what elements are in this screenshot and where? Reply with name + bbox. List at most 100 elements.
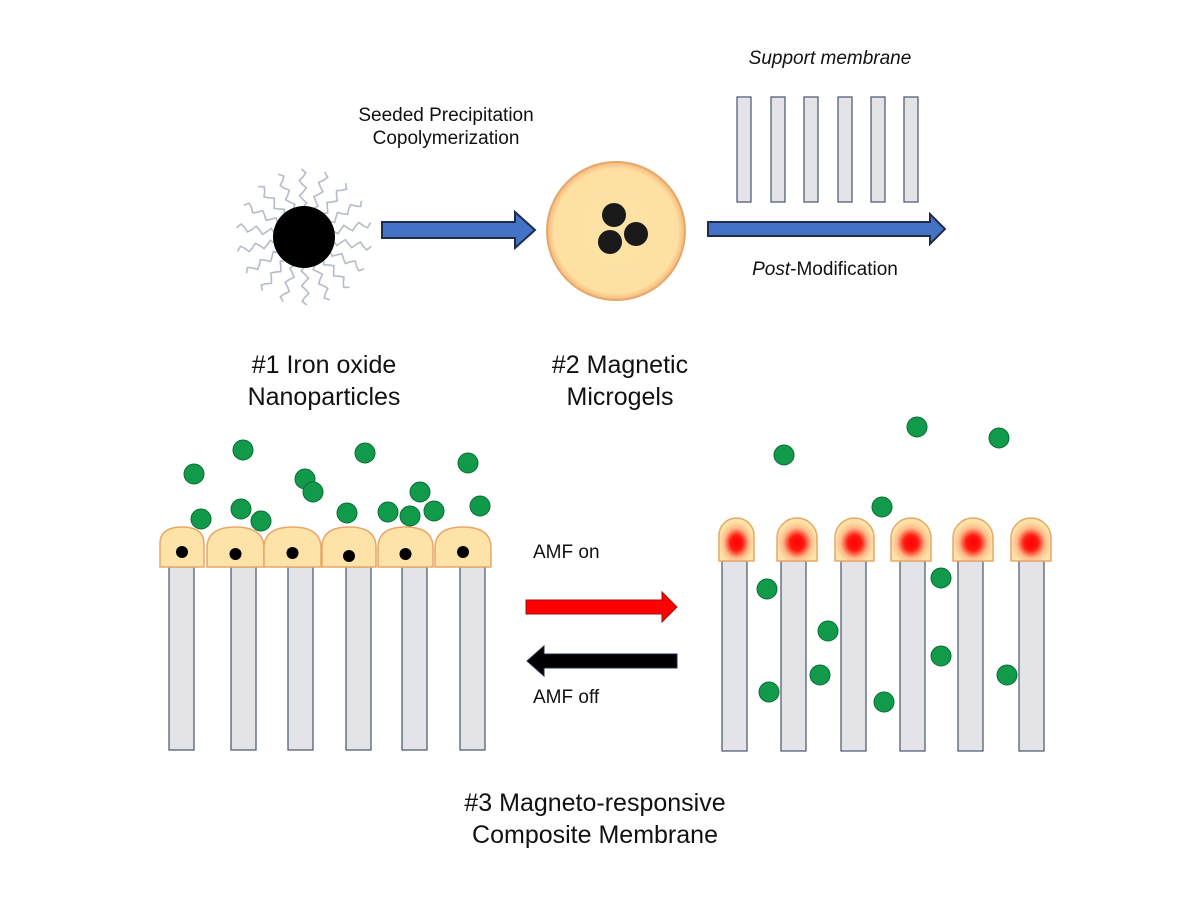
embedded-nanoparticle	[602, 203, 626, 227]
solute-particle	[250, 510, 272, 532]
synthesis-method-label: Seeded Precipitation Copolymerization	[326, 104, 566, 150]
support-pore-wall	[803, 96, 819, 203]
stage1-line2: Nanoparticles	[247, 383, 401, 411]
pore-wall	[899, 560, 926, 752]
ligand-chain	[260, 259, 286, 291]
solute-particle	[302, 481, 324, 503]
solute-particle	[469, 495, 491, 517]
solute-particle	[756, 578, 778, 600]
ligand-chain	[329, 251, 365, 272]
amf-on-arrow	[525, 590, 678, 624]
ligand-chain	[322, 259, 350, 289]
post-modification-rest: -Modification	[790, 259, 898, 280]
pore-wall	[287, 566, 314, 751]
ligand-chain	[322, 183, 348, 215]
stage2-line1: #2 Magnetic	[551, 351, 689, 379]
support-membrane-label: Support membrane	[748, 48, 912, 69]
stage2-line2: Microgels	[566, 383, 674, 411]
composite-membrane-open	[718, 416, 1052, 752]
support-pore-wall	[870, 96, 886, 203]
collapsed-heated-microgel	[776, 517, 818, 562]
post-modification-label: Post-Modification	[700, 258, 950, 281]
amf-on-label: AMF on	[533, 542, 600, 563]
amf-off-label: AMF off	[533, 687, 600, 708]
ligand-chain	[298, 168, 308, 208]
embedded-nanoparticle	[624, 222, 648, 246]
solute-particle	[758, 681, 780, 703]
ligand-chain	[300, 266, 310, 306]
solute-particle	[873, 691, 895, 713]
collapsed-heated-microgel	[890, 517, 932, 562]
post-modification-italic: Post	[752, 259, 791, 280]
pore-wall	[780, 560, 807, 752]
collapsed-heated-microgel	[718, 517, 755, 562]
amf-off-arrow	[526, 644, 678, 678]
solute-particle	[230, 498, 252, 520]
microgel-core	[343, 550, 355, 562]
ligand-chain	[236, 223, 275, 236]
stage1-label: #1 Iron oxide Nanoparticles	[214, 349, 434, 413]
ligand-chain	[329, 200, 363, 224]
solute-particle	[930, 567, 952, 589]
pore-wall	[957, 560, 984, 752]
stage1-line1: #1 Iron oxide	[251, 351, 397, 379]
solute-particle	[871, 496, 893, 518]
solute-particle	[423, 500, 445, 522]
swollen-microgel	[321, 526, 377, 568]
ligand-chain	[312, 171, 329, 210]
solute-particle	[399, 505, 421, 527]
solute-particle	[190, 508, 212, 530]
microgel-core	[176, 546, 188, 558]
ligand-chain	[332, 221, 372, 235]
ligand-chain	[312, 264, 331, 301]
pore-wall	[840, 560, 867, 752]
collapsed-heated-microgel	[834, 517, 875, 562]
stage3-label: #3 Magneto-responsive Composite Membrane	[420, 787, 770, 851]
pore-wall	[345, 566, 372, 751]
stage2-label: #2 Magnetic Microgels	[520, 349, 720, 413]
ligand-shell	[236, 168, 372, 306]
iron-oxide-core	[273, 206, 335, 268]
collapsed-heated-microgel	[952, 517, 994, 562]
iron-oxide-nanoparticle	[236, 168, 372, 306]
solute-particle	[409, 481, 431, 503]
solute-particle	[336, 502, 358, 524]
pore-wall	[459, 566, 486, 751]
solute-particle	[809, 664, 831, 686]
solute-particle	[183, 463, 205, 485]
magnetic-microgel	[546, 161, 686, 301]
solute-particle	[354, 442, 376, 464]
stage3-line2: Composite Membrane	[472, 821, 718, 849]
ligand-chain	[245, 250, 279, 274]
composite-membrane-closed	[159, 439, 492, 751]
ligand-chain	[236, 239, 276, 253]
pore-wall	[1018, 560, 1045, 752]
synthesis-arrow	[381, 209, 537, 251]
microgel-core	[286, 547, 299, 559]
support-pore-wall	[903, 96, 919, 203]
solute-particle	[906, 416, 928, 438]
pore-wall	[230, 566, 257, 751]
swollen-microgel	[377, 526, 434, 568]
support-pore-wall	[770, 96, 786, 203]
solute-particle	[996, 664, 1018, 686]
post-modification-arrow	[707, 211, 947, 247]
pore-wall	[401, 566, 428, 751]
microgel-core	[399, 548, 412, 560]
synthesis-method-line1: Seeded Precipitation	[358, 105, 534, 126]
ligand-chain	[333, 238, 372, 251]
ligand-chain	[279, 264, 296, 303]
solute-particle	[457, 452, 479, 474]
microgel-core	[457, 546, 469, 558]
embedded-nanoparticle	[598, 230, 622, 254]
swollen-microgel	[206, 526, 265, 568]
solute-particle	[377, 501, 399, 523]
support-pore-wall	[736, 96, 752, 203]
solute-particle	[817, 620, 839, 642]
pore-wall	[721, 560, 748, 752]
solute-particle	[773, 444, 795, 466]
collapsed-heated-microgel	[1010, 517, 1052, 562]
support-pore-wall	[837, 96, 853, 203]
microgel-core	[229, 548, 242, 560]
